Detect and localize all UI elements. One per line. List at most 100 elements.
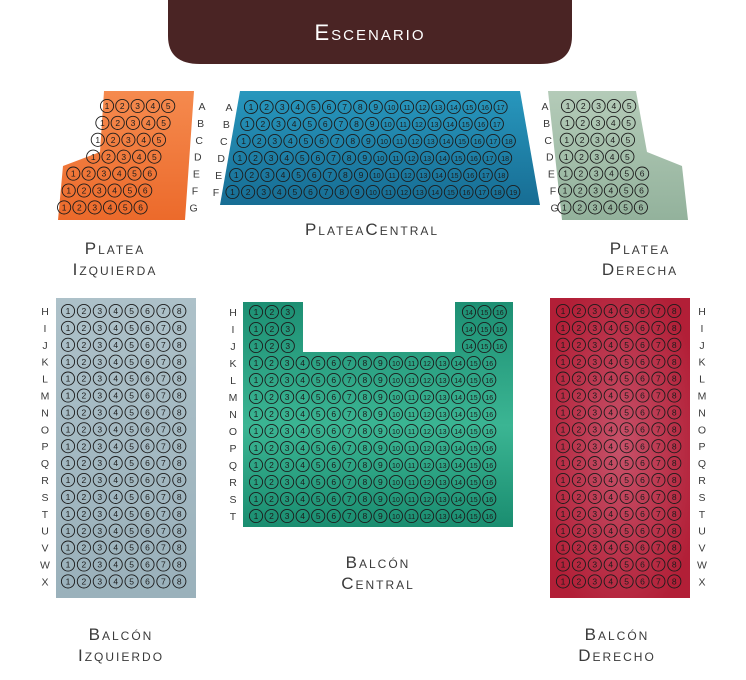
seat-balcon-derecho-Q-5[interactable]: 5: [619, 456, 634, 471]
seat-balcon-derecho-U-7[interactable]: 7: [651, 523, 666, 538]
seat-platea-derecha-C-5[interactable]: 5: [620, 132, 636, 147]
seat-balcon-derecho-V-1[interactable]: 1: [555, 540, 571, 555]
seat-balcon-central-K-6[interactable]: 6: [326, 355, 341, 371]
seat-platea-central-B-11[interactable]: 11: [396, 116, 411, 132]
seat-balcon-izquierdo-I-4[interactable]: 4: [108, 320, 123, 335]
seat-balcon-central-J-16[interactable]: 16: [492, 338, 507, 354]
seat-balcon-izquierdo-P-7[interactable]: 7: [156, 439, 171, 454]
seat-platea-izquierda-G-4[interactable]: 4: [102, 200, 118, 215]
seat-balcon-central-K-9[interactable]: 9: [373, 355, 388, 371]
seat-balcon-central-N-9[interactable]: 9: [373, 406, 388, 422]
seat-platea-derecha-B-4[interactable]: 4: [606, 115, 621, 130]
seat-platea-derecha-E-3[interactable]: 3: [589, 166, 604, 181]
seat-balcon-derecho-V-8[interactable]: 8: [667, 540, 682, 555]
seat-balcon-central-O-11[interactable]: 11: [404, 423, 419, 439]
seat-balcon-central-N-6[interactable]: 6: [326, 406, 341, 422]
seat-platea-derecha-B-5[interactable]: 5: [621, 115, 636, 130]
seat-balcon-derecho-L-4[interactable]: 4: [603, 371, 618, 386]
seat-platea-izquierda-F-4[interactable]: 4: [107, 183, 122, 198]
seat-platea-central-D-2[interactable]: 2: [248, 150, 263, 166]
seat-platea-derecha-G-6[interactable]: 6: [633, 200, 648, 215]
seat-balcon-derecho-U-3[interactable]: 3: [587, 523, 602, 538]
seat-balcon-izquierdo-L-1[interactable]: 1: [60, 371, 76, 386]
seat-balcon-central-I-3[interactable]: 3: [280, 321, 295, 337]
seat-balcon-central-L-16[interactable]: 16: [482, 372, 497, 388]
seat-balcon-central-O-9[interactable]: 9: [373, 423, 388, 439]
seat-balcon-central-Q-12[interactable]: 12: [419, 457, 435, 473]
seat-balcon-derecho-O-7[interactable]: 7: [651, 422, 666, 437]
seat-balcon-central-I-14[interactable]: 14: [461, 321, 477, 337]
seat-platea-izquierda-B-1[interactable]: 1: [95, 115, 110, 130]
seat-balcon-izquierdo-S-2[interactable]: 2: [76, 489, 91, 504]
seat-balcon-izquierdo-I-1[interactable]: 1: [60, 320, 76, 335]
seat-balcon-central-L-15[interactable]: 15: [466, 372, 481, 388]
seat-balcon-derecho-O-1[interactable]: 1: [555, 422, 571, 437]
seat-balcon-central-I-1[interactable]: 1: [248, 321, 264, 337]
seat-platea-central-E-8[interactable]: 8: [338, 167, 353, 183]
seat-balcon-derecho-S-2[interactable]: 2: [571, 489, 586, 504]
seat-balcon-derecho-N-8[interactable]: 8: [667, 405, 682, 420]
seat-platea-central-F-14[interactable]: 14: [428, 184, 443, 200]
seat-platea-central-A-4[interactable]: 4: [290, 99, 305, 115]
seat-balcon-izquierdo-K-3[interactable]: 3: [92, 354, 107, 369]
seat-platea-izquierda-E-1[interactable]: 1: [66, 166, 81, 181]
seat-balcon-central-H-2[interactable]: 2: [264, 304, 279, 320]
seat-balcon-central-Q-1[interactable]: 1: [248, 457, 264, 473]
seat-balcon-central-P-5[interactable]: 5: [311, 440, 326, 456]
seat-platea-izquierda-F-1[interactable]: 1: [61, 183, 76, 198]
seat-balcon-central-R-6[interactable]: 6: [326, 474, 341, 490]
seat-balcon-izquierdo-T-2[interactable]: 2: [76, 506, 91, 521]
seat-platea-central-C-2[interactable]: 2: [252, 133, 267, 149]
seat-balcon-derecho-H-3[interactable]: 3: [587, 303, 602, 319]
seat-platea-izquierda-D-4[interactable]: 4: [132, 149, 147, 164]
seat-balcon-derecho-N-3[interactable]: 3: [587, 405, 602, 420]
seat-balcon-central-M-3[interactable]: 3: [280, 389, 295, 405]
seat-balcon-izquierdo-P-6[interactable]: 6: [140, 439, 155, 454]
seat-balcon-central-O-5[interactable]: 5: [311, 423, 326, 439]
seat-balcon-central-S-2[interactable]: 2: [264, 491, 279, 507]
seat-platea-derecha-A-3[interactable]: 3: [591, 98, 606, 114]
seat-balcon-central-P-13[interactable]: 13: [435, 440, 450, 456]
seat-balcon-central-P-3[interactable]: 3: [280, 440, 295, 456]
seat-platea-derecha-D-2[interactable]: 2: [574, 149, 589, 164]
seat-balcon-central-R-4[interactable]: 4: [295, 474, 310, 490]
seat-platea-central-D-14[interactable]: 14: [435, 150, 450, 166]
seat-balcon-izquierdo-K-1[interactable]: 1: [60, 354, 76, 369]
seat-balcon-central-T-14[interactable]: 14: [451, 508, 466, 524]
seat-platea-derecha-D-3[interactable]: 3: [589, 149, 604, 164]
seat-balcon-central-Q-14[interactable]: 14: [451, 457, 466, 473]
seat-balcon-central-T-10[interactable]: 10: [388, 508, 404, 524]
seat-balcon-derecho-H-6[interactable]: 6: [635, 303, 650, 319]
seat-balcon-central-K-7[interactable]: 7: [342, 355, 357, 371]
seat-balcon-derecho-M-2[interactable]: 2: [571, 388, 586, 403]
seat-balcon-izquierdo-P-3[interactable]: 3: [92, 439, 107, 454]
seat-platea-central-C-14[interactable]: 14: [439, 133, 454, 149]
seat-platea-izquierda-F-2[interactable]: 2: [76, 183, 92, 198]
seat-balcon-izquierdo-P-4[interactable]: 4: [108, 439, 123, 454]
seat-balcon-central-L-12[interactable]: 12: [419, 372, 435, 388]
seat-platea-derecha-A-2[interactable]: 2: [576, 98, 591, 114]
seat-balcon-izquierdo-L-5[interactable]: 5: [124, 371, 139, 386]
seat-platea-central-F-13[interactable]: 13: [412, 184, 427, 200]
seat-balcon-central-O-10[interactable]: 10: [388, 423, 404, 439]
seat-balcon-central-K-14[interactable]: 14: [451, 355, 466, 371]
seat-balcon-central-O-12[interactable]: 12: [419, 423, 435, 439]
seat-balcon-izquierdo-W-4[interactable]: 4: [108, 557, 123, 572]
seat-platea-central-A-7[interactable]: 7: [337, 99, 352, 115]
seat-platea-central-C-17[interactable]: 17: [486, 133, 501, 149]
seat-balcon-central-T-13[interactable]: 13: [435, 508, 450, 524]
seat-balcon-izquierdo-S-7[interactable]: 7: [156, 489, 171, 504]
seat-platea-central-C-16[interactable]: 16: [470, 133, 485, 149]
seat-balcon-izquierdo-O-7[interactable]: 7: [156, 422, 171, 437]
seat-balcon-derecho-V-2[interactable]: 2: [571, 540, 586, 555]
seat-platea-central-F-7[interactable]: 7: [319, 184, 334, 200]
seat-balcon-derecho-K-8[interactable]: 8: [667, 354, 682, 369]
seat-platea-central-A-9[interactable]: 9: [368, 99, 383, 115]
seat-balcon-derecho-T-6[interactable]: 6: [635, 506, 650, 521]
seat-platea-izquierda-A-1[interactable]: 1: [99, 98, 115, 114]
seat-balcon-izquierdo-S-3[interactable]: 3: [92, 489, 107, 504]
seat-balcon-derecho-T-1[interactable]: 1: [555, 506, 571, 521]
seat-balcon-central-P-16[interactable]: 16: [482, 440, 497, 456]
seat-balcon-derecho-P-1[interactable]: 1: [555, 439, 571, 454]
seat-balcon-central-N-3[interactable]: 3: [280, 406, 295, 422]
